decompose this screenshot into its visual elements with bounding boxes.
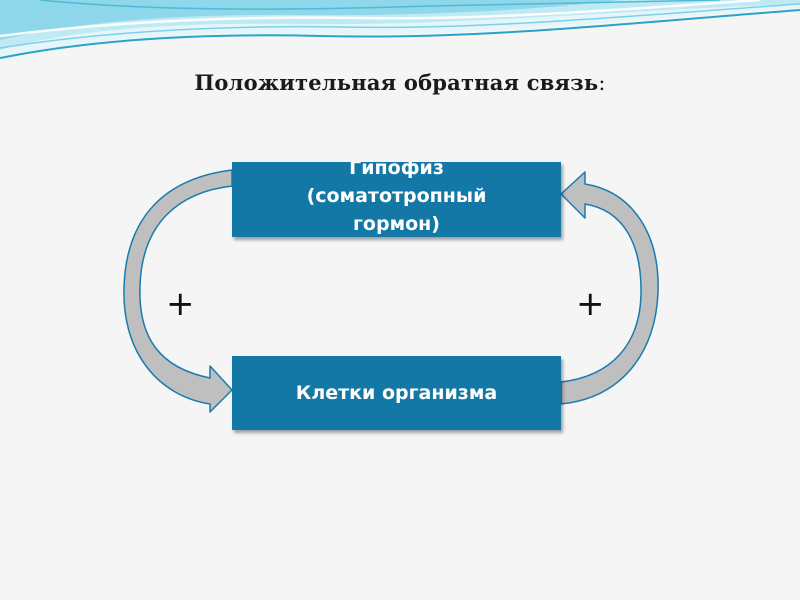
title-colon: : bbox=[598, 71, 606, 95]
plus-sign-left: + bbox=[166, 284, 195, 324]
slide-title: Положительная обратная связь: bbox=[0, 70, 800, 95]
pituitary-label-line2: (соматотропный bbox=[306, 184, 487, 207]
left-curved-arrow bbox=[123, 169, 233, 413]
pituitary-box: Гипофиз (соматотропный гормон) bbox=[232, 162, 561, 237]
body-cells-label: Клетки организма bbox=[295, 382, 498, 404]
pituitary-label-line1: Гипофиз bbox=[349, 162, 444, 179]
right-curved-arrow bbox=[560, 171, 659, 405]
body-cells-box: Клетки организма bbox=[232, 356, 561, 430]
pituitary-label-line3: гормон) bbox=[353, 212, 440, 235]
decorative-waves bbox=[0, 0, 800, 62]
plus-sign-right: + bbox=[576, 284, 605, 324]
title-text: Положительная обратная связь bbox=[194, 70, 599, 95]
